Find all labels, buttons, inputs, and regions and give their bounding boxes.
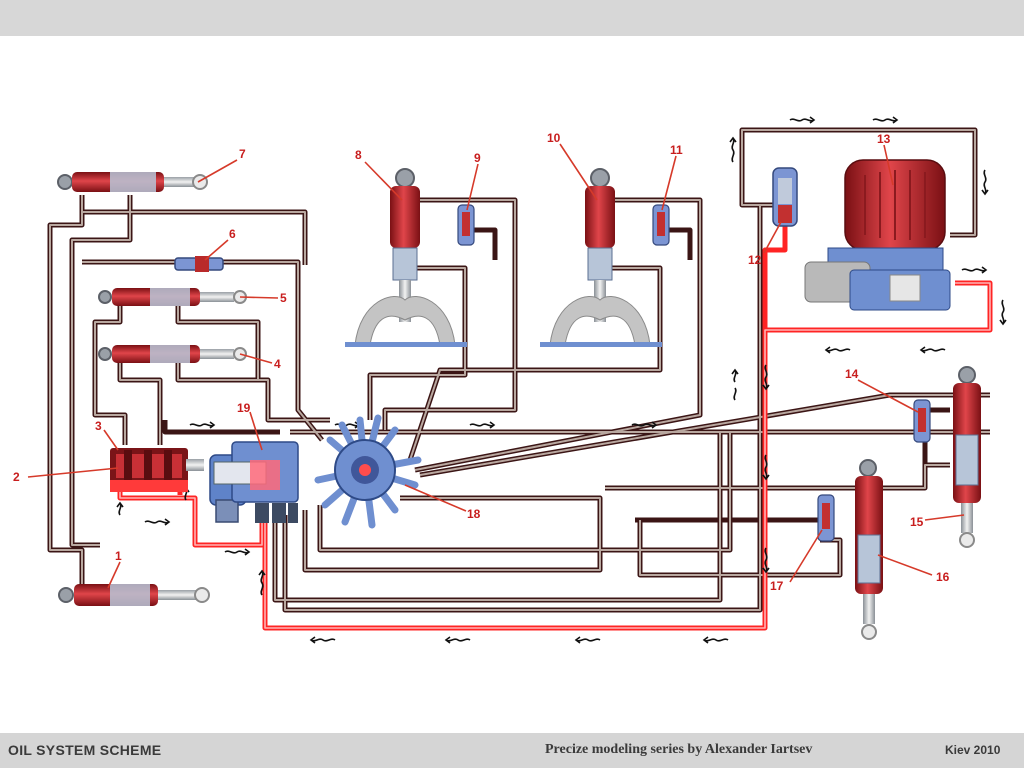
label-7: 7 bbox=[239, 147, 246, 161]
label-1: 1 bbox=[115, 549, 122, 563]
strut-8[interactable] bbox=[345, 168, 467, 347]
label-12: 12 bbox=[748, 253, 762, 267]
valve-14[interactable] bbox=[913, 399, 931, 443]
label-17: 17 bbox=[770, 579, 784, 593]
label-16: 16 bbox=[936, 570, 950, 584]
cylinder-1[interactable] bbox=[58, 584, 210, 606]
cylinder-5[interactable] bbox=[98, 288, 247, 306]
valve-9[interactable] bbox=[457, 204, 475, 246]
footer-place: Kiev 2010 bbox=[945, 743, 1001, 757]
label-11: 11 bbox=[670, 143, 683, 157]
label-13: 13 bbox=[877, 132, 891, 146]
footer-bar: OIL SYSTEM SCHEME Precize modeling serie… bbox=[0, 733, 1024, 768]
distributor-2-3[interactable] bbox=[110, 448, 204, 492]
callout-labels: 1 2 3 4 5 6 7 8 9 10 11 12 13 14 15 16 1 bbox=[13, 131, 965, 593]
cylinder-15[interactable] bbox=[953, 366, 981, 548]
label-15: 15 bbox=[910, 515, 924, 529]
label-18: 18 bbox=[467, 507, 481, 521]
label-8: 8 bbox=[355, 148, 362, 162]
valve-12[interactable] bbox=[772, 167, 798, 227]
label-4: 4 bbox=[274, 357, 281, 371]
label-3: 3 bbox=[95, 419, 102, 433]
label-19: 19 bbox=[237, 401, 251, 415]
cylinder-16[interactable] bbox=[855, 459, 883, 640]
label-10: 10 bbox=[547, 131, 561, 145]
valve-6[interactable] bbox=[174, 256, 224, 272]
label-5: 5 bbox=[280, 291, 287, 305]
flow-arrows bbox=[116, 116, 1007, 644]
label-14: 14 bbox=[845, 367, 859, 381]
cylinder-7[interactable] bbox=[57, 172, 208, 192]
footer-credit: Precize modeling series by Alexander Iar… bbox=[545, 742, 813, 757]
pump-block-19[interactable] bbox=[209, 441, 299, 523]
oil-tank-13[interactable] bbox=[804, 159, 951, 311]
label-2: 2 bbox=[13, 470, 20, 484]
label-6: 6 bbox=[229, 227, 236, 241]
hub-18[interactable] bbox=[314, 414, 422, 529]
top-band bbox=[0, 0, 1024, 36]
footer-title: OIL SYSTEM SCHEME bbox=[8, 742, 162, 758]
valve-11[interactable] bbox=[652, 204, 670, 246]
label-9: 9 bbox=[474, 151, 481, 165]
valve-17[interactable] bbox=[817, 494, 835, 542]
strut-10[interactable] bbox=[540, 168, 662, 347]
cylinder-4[interactable] bbox=[98, 345, 247, 363]
